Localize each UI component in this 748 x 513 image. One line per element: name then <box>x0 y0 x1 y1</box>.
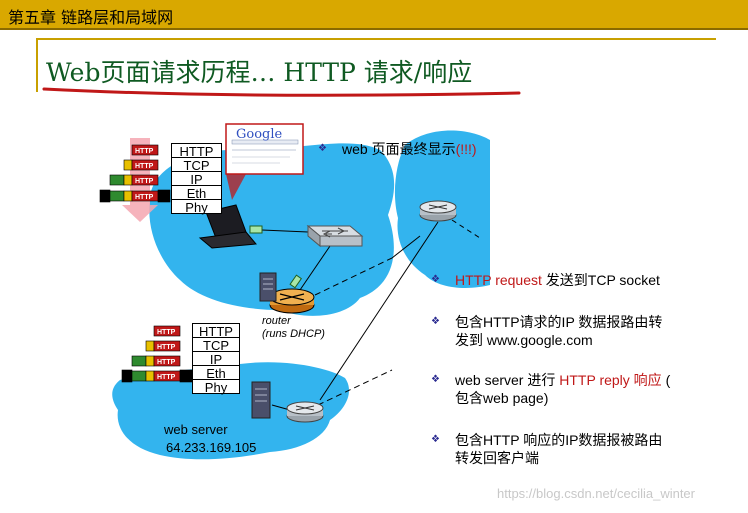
link-connector <box>289 274 303 289</box>
browser-window <box>225 123 304 200</box>
http-tag <box>153 355 181 367</box>
packet-tag-label: HTTP <box>135 178 154 185</box>
link-server-router-dashed <box>317 369 393 406</box>
title-frame <box>36 38 716 92</box>
server-protocol-stack: HTTP TCP IP Eth Phy <box>192 323 240 395</box>
router-label-name: router <box>262 315 291 327</box>
bullet-highlight: HTTP request <box>455 272 542 288</box>
router-icon <box>269 288 315 314</box>
stack-layer-phy: Phy <box>171 199 222 215</box>
router-icon <box>286 401 324 423</box>
bullet-item: ❖ 包含HTTP 响应的IP数据报被路由 转发回客户端 <box>431 431 725 467</box>
packet-tag-label: HTTP <box>157 344 176 351</box>
tcp-header <box>145 355 155 367</box>
http-tag <box>153 325 181 337</box>
server-network-cloud <box>112 362 350 460</box>
bullet-text: 发到 www.google.com <box>455 332 593 348</box>
web-server-label: web server 64.233.169.105 <box>164 421 256 457</box>
web-server-icon <box>251 381 271 419</box>
tcp-header <box>145 340 155 352</box>
chapter-title: 第五章 链路层和局域网 <box>8 8 174 27</box>
slide-title: Web页面请求历程… HTTP 请求/响应 <box>46 58 473 87</box>
bullet-text: web server 进行 <box>455 372 560 388</box>
google-logo: Google <box>236 127 283 142</box>
link-laptop-switch <box>261 229 309 233</box>
tcp-header <box>123 190 133 202</box>
ip-header <box>131 355 147 367</box>
stack-layer-phy: Phy <box>192 379 240 395</box>
bullet-marker-icon: ❖ <box>431 316 440 327</box>
ip-header <box>131 370 147 382</box>
bullet-item: ❖ web 页面最终显示(!!!) <box>318 140 582 158</box>
chapter-header: 第五章 链路层和局域网 <box>0 0 748 30</box>
eth-header <box>121 369 133 383</box>
bullet-highlight: HTTP reply 响应 <box>559 372 662 388</box>
packet-tag-label: HTTP <box>135 194 154 201</box>
bullet-text: ( <box>661 372 671 388</box>
web-server-name: web server <box>164 422 228 437</box>
bullet-marker-icon: ❖ <box>431 434 440 445</box>
packet-tag-label: HTTP <box>157 359 176 366</box>
router-icon <box>419 200 457 222</box>
http-tag <box>131 174 159 186</box>
stack-layer-ip: IP <box>192 351 240 367</box>
eth-trailer <box>179 369 193 383</box>
bullet-text: 包含web page) <box>455 390 549 406</box>
stack-layer-ip: IP <box>171 171 222 187</box>
http-tag <box>153 340 181 352</box>
title-underline <box>42 87 521 97</box>
bullet-text: 包含HTTP请求的IP 数据报路由转 <box>455 314 663 330</box>
ip-header <box>109 190 125 202</box>
tcp-header <box>145 370 155 382</box>
client-packet-tags <box>99 144 171 203</box>
tcp-header <box>123 159 133 171</box>
stack-layer-tcp: TCP <box>171 157 222 173</box>
packet-tag-label: HTTP <box>157 329 176 336</box>
ip-header <box>109 174 125 186</box>
packet-tag-label: HTTP <box>135 148 154 155</box>
server-packet-tags <box>121 325 193 383</box>
link-router-edge-dashed <box>314 257 393 296</box>
client-protocol-stack: HTTP TCP IP Eth Phy <box>171 143 222 215</box>
packet-tag-label: HTTP <box>157 374 176 381</box>
bullet-item: ❖ web server 进行 HTTP reply 响应 ( 包含web pa… <box>431 371 725 407</box>
http-tag <box>131 144 159 156</box>
stack-layer-eth: Eth <box>192 365 240 381</box>
stack-layer-http: HTTP <box>171 143 222 159</box>
watermark: https://blog.csdn.net/cecilia_winter <box>497 486 695 501</box>
link-google-side <box>451 219 481 239</box>
packet-tag-label: HTTP <box>135 163 154 170</box>
router-label: router (runs DHCP) <box>262 315 325 341</box>
bullet-highlight: (!!!) <box>455 141 477 157</box>
switch-icon <box>306 224 364 248</box>
link-edge-google-router <box>391 235 421 259</box>
router-label-role: (runs DHCP) <box>262 328 325 340</box>
link-connector <box>249 225 263 234</box>
bullet-marker-icon: ❖ <box>431 274 440 285</box>
bullet-text: 发送到TCP socket <box>541 272 660 288</box>
stack-layer-tcp: TCP <box>192 337 240 353</box>
eth-trailer <box>157 189 171 203</box>
bullet-text: 转发回客户端 <box>455 450 539 466</box>
link-switch-router <box>299 245 331 291</box>
http-tag <box>131 159 159 171</box>
stack-layer-eth: Eth <box>171 185 222 201</box>
web-server-ip: 64.233.169.105 <box>166 440 257 455</box>
tcp-header <box>123 174 133 186</box>
eth-header <box>99 189 111 203</box>
bullet-item: ❖ HTTP request 发送到TCP socket <box>431 271 715 289</box>
bullet-text: web 页面最终显示 <box>342 141 456 157</box>
stack-layer-http: HTTP <box>192 323 240 339</box>
bullet-marker-icon: ❖ <box>318 143 327 154</box>
bullet-text: 包含HTTP 响应的IP数据报被路由 <box>455 432 663 448</box>
dhcp-server-icon <box>259 272 277 302</box>
bullet-marker-icon: ❖ <box>431 374 440 385</box>
bullet-item: ❖ 包含HTTP请求的IP 数据报路由转 发到 www.google.com <box>431 313 725 349</box>
link-backbone <box>319 221 439 401</box>
